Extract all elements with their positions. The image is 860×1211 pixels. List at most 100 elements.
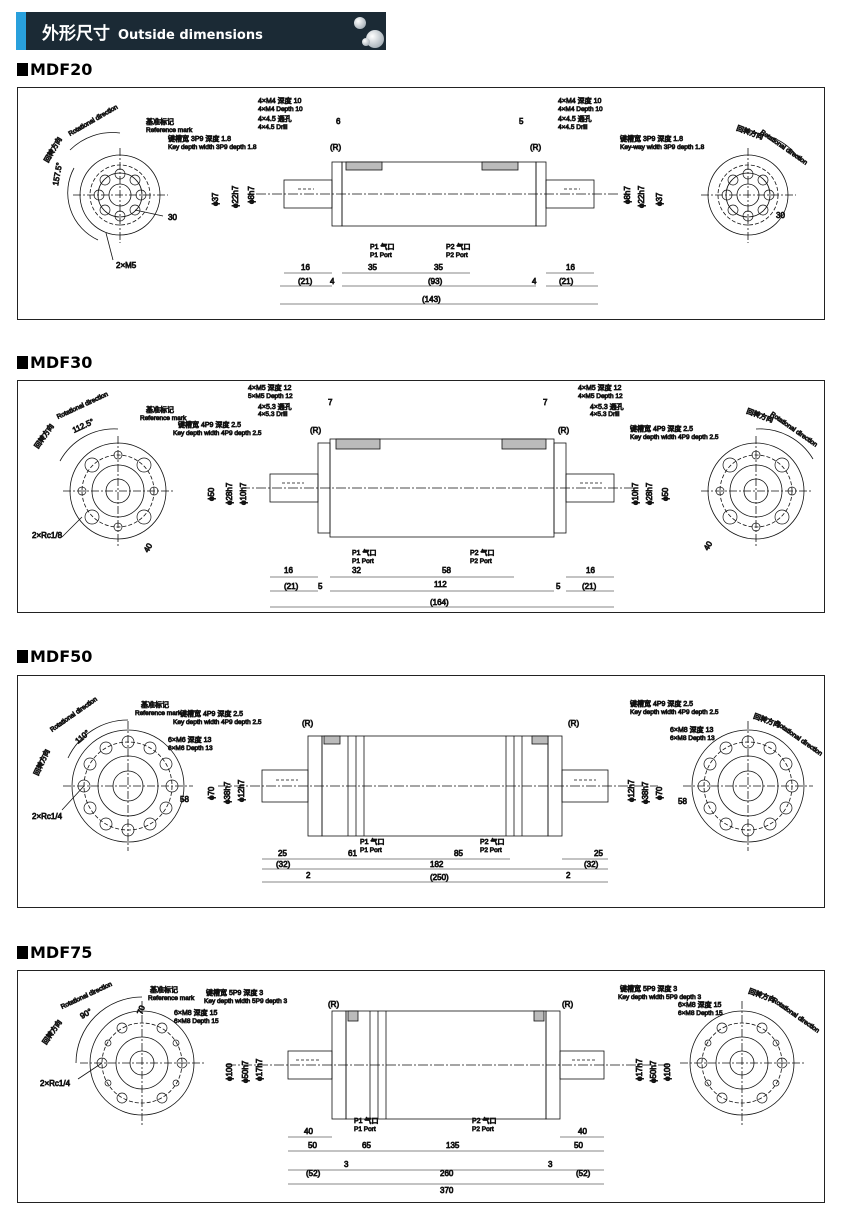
port-p1-cn: P1 气口 (360, 837, 385, 846)
hole-spec: 2×M5 (116, 261, 137, 270)
dia-outer-left: ϕ50 (207, 487, 216, 501)
key-note-right-en: Key depth width 5P9 depth 3 (618, 994, 702, 1001)
port-p2-en: P2 Port (472, 1126, 494, 1133)
port-p2-cn: P2 气口 (472, 1116, 497, 1125)
dia-outer-left: ϕ37 (211, 192, 220, 206)
port-p1-cn: P1 气口 (354, 1116, 379, 1125)
bolt-angle: 58 (180, 795, 189, 804)
port-p1-en: P1 Port (360, 847, 382, 854)
drill-note-left-en: 4×4.5 Drill (258, 124, 288, 131)
header-accent-bar (16, 12, 26, 50)
dia-hub-right: ϕ50h7 (649, 1060, 658, 1083)
mark-r-right: (R) (530, 143, 541, 152)
len-40-right: 40 (578, 1127, 587, 1136)
tap-note-left-en: 5×M5 Depth 12 (248, 393, 293, 400)
tap-note-right-en: 6×M8 Depth 13 (670, 735, 715, 742)
bolt-angle-right: 30 (776, 211, 785, 220)
end-view-right (683, 721, 813, 851)
end-view-left (61, 719, 193, 851)
dia-shaft-right: ϕ17h7 (635, 1058, 644, 1081)
rot-direction-cn: 回转方向 (32, 422, 55, 450)
len-21-left: (21) (284, 582, 299, 591)
dia-hub-right: ϕ28h7 (645, 482, 654, 505)
key-note-right-en: Key-way width 3P9 depth 1.8 (620, 144, 705, 151)
drill-note-right-cn: 4×4.5 通孔 (558, 114, 592, 123)
dia-shaft-left: ϕ10h7 (239, 482, 248, 505)
side-view (256, 161, 618, 227)
drill-note-left-cn: 4×5.3 通孔 (258, 402, 292, 411)
key-note-left-cn: 键槽宽 4P9 深度 2.5 (178, 420, 241, 429)
mark-r-right: (R) (558, 426, 569, 435)
drawing-mdf30: 112.5° 回转方向 Rotational direction 基准标记 Re… (32, 383, 820, 608)
ref-mark-cn: 基准标记 (146, 405, 174, 414)
rot-direction-en-right: Rotational direction (769, 411, 819, 449)
bolt-angle: 30 (168, 213, 177, 222)
rot-direction-cn: 回转方向 (42, 135, 64, 164)
len-370: 370 (440, 1186, 454, 1195)
ref-mark-cn: 基准标记 (146, 117, 174, 126)
dia-hub-left: ϕ50h7 (241, 1060, 250, 1083)
len-16-left: 16 (301, 263, 310, 272)
len-16-right: 16 (566, 263, 575, 272)
mark-r-left: (R) (328, 1000, 339, 1009)
tap-note-right-en: 4×M4 Depth 10 (558, 106, 603, 113)
end-view-right (701, 132, 801, 243)
len-32-right: (32) (584, 860, 599, 869)
len-135: 135 (446, 1141, 460, 1150)
tap-note-left-cn: 6×M6 深度 13 (168, 735, 211, 744)
ref-mark-en: Reference mark (146, 127, 193, 134)
len-2-left: 2 (306, 871, 311, 880)
dia-outer-left: ϕ100 (225, 1063, 234, 1081)
key-note-left-en: Key depth width 4P9 depth 2.5 (173, 719, 262, 726)
dia-shaft-left: ϕ17h7 (255, 1058, 264, 1081)
end-view-left (67, 132, 168, 261)
dia-hub-left: ϕ28h7 (225, 482, 234, 505)
port-p2-cn: P2 气口 (470, 548, 495, 557)
key-note-right-en: Key depth width 4P9 depth 2.5 (630, 709, 719, 716)
rot-direction-cn: 回转方向 (32, 748, 52, 777)
key-note-left-en: Key depth width 4P9 depth 2.5 (173, 430, 262, 437)
len-16-right: 16 (586, 566, 595, 575)
len-32-left: (32) (276, 860, 291, 869)
key-note-right-cn: 键槽宽 4P9 深度 2.5 (630, 424, 693, 433)
key-note-right-en: Key depth width 4P9 depth 2.5 (630, 434, 719, 441)
rot-angle: 112.5° (71, 417, 95, 435)
key-note-left-cn: 键槽宽 5P9 深度 3 (206, 988, 263, 997)
drawing-frame-mdf20: 157.5° 回转方向 Rotational direction 基准标记 Re… (17, 87, 825, 320)
len-250: (250) (430, 873, 449, 882)
drawing-mdf75: 90° 回转方向 Rotational direction 基准标记 Refer… (40, 980, 822, 1195)
end-view-right (680, 1001, 804, 1125)
port-p1-en: P1 Port (352, 558, 374, 565)
hole-spec: 2×Rc1/8 (32, 531, 63, 540)
drawing-frame-mdf30: 112.5° 回转方向 Rotational direction 基准标记 Re… (17, 380, 825, 613)
len-3-right: 3 (548, 1160, 553, 1169)
decor-bubble (366, 30, 384, 48)
tap-note-right-en: 4×M5 Depth 12 (578, 393, 623, 400)
port-p2-en: P2 Port (446, 252, 468, 259)
dia-shaft-right: ϕ10h7 (631, 482, 640, 505)
len-65: 65 (362, 1141, 371, 1150)
len-164: (164) (430, 598, 449, 607)
len-32: 32 (352, 566, 361, 575)
port-p2-cn: P2 气口 (480, 837, 505, 846)
len-93: (93) (428, 277, 443, 286)
dia-outer-right: ϕ37 (655, 192, 664, 206)
len-21-right: (21) (582, 582, 597, 591)
port-p1-cn: P1 气口 (352, 548, 377, 557)
tap-note-left-en: 6×M6 Depth 13 (168, 745, 213, 752)
len-3-left: 3 (344, 1160, 349, 1169)
key-note-left-cn: 键槽宽 3P9 深度 1.8 (168, 134, 231, 143)
len-52-left: (52) (306, 1169, 321, 1178)
dim-top-right: 7 (543, 398, 548, 407)
rot-direction-en: Rotational direction (49, 696, 99, 734)
drill-note-right-cn: 4×5.3 通孔 (590, 402, 624, 411)
rot-angle: 90° (79, 1007, 94, 1021)
len-52-right: (52) (576, 1169, 591, 1178)
dia-outer-right: ϕ100 (663, 1063, 672, 1081)
key-note-right-cn: 键槽宽 5P9 深度 3 (620, 984, 677, 993)
tap-note-right-cn: 4×M4 深度 10 (558, 96, 601, 105)
port-p2-cn: P2 气口 (446, 242, 471, 251)
tap-note-right-cn: 4×M5 深度 12 (578, 383, 621, 392)
rot-direction-cn: 回转方向 (40, 1018, 63, 1046)
